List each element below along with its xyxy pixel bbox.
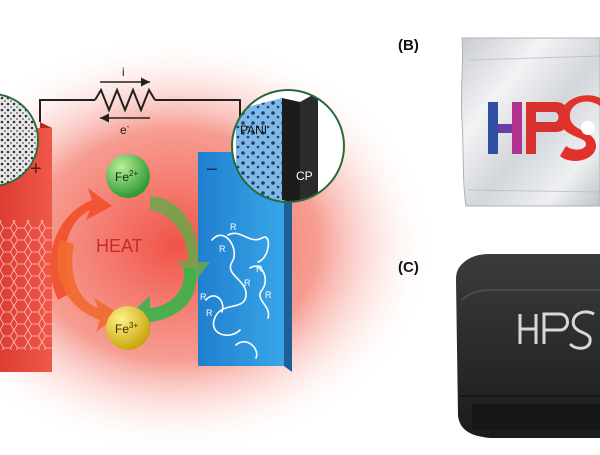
fe2-ball	[106, 154, 150, 198]
svg-text:R: R	[230, 222, 237, 232]
device-box	[456, 254, 600, 438]
minus-sign: −	[206, 159, 218, 181]
fe2-label: Fe2+	[115, 169, 138, 184]
hps-logo-pouch	[488, 95, 600, 161]
red-cycle-arrow-lower	[57, 240, 120, 332]
svg-text:R: R	[200, 292, 207, 302]
svg-text:R: R	[256, 264, 263, 274]
circuit-wire	[39, 99, 95, 122]
svg-text:R: R	[265, 290, 272, 300]
heat-label: HEAT	[96, 236, 143, 256]
electron-label: e-	[120, 122, 130, 137]
hps-logo-box	[518, 310, 595, 350]
resistor-icon	[94, 87, 156, 113]
panel-b-label: (B)	[398, 37, 419, 54]
pani-label: PANI	[240, 123, 267, 137]
right-electrode-side	[284, 152, 292, 372]
svg-text:R: R	[219, 244, 226, 254]
svg-text:R: R	[206, 308, 213, 318]
r-groups: R R R R R R R	[200, 222, 272, 318]
green-cycle-arrow	[150, 196, 210, 286]
panel-c-label: (C)	[398, 259, 419, 276]
fe3-ball	[106, 306, 150, 350]
foil-pouch	[460, 37, 600, 207]
graphene-lattice	[0, 220, 52, 350]
left-inset	[0, 93, 39, 187]
plus-sign: +	[30, 158, 42, 180]
electrode-inset: PANI CP	[231, 89, 345, 203]
fe3-label: Fe3+	[115, 321, 138, 336]
current-label: i	[122, 65, 125, 79]
cp-label: CP	[296, 169, 313, 183]
polymer-chains	[205, 232, 270, 359]
svg-text:R: R	[244, 278, 251, 288]
